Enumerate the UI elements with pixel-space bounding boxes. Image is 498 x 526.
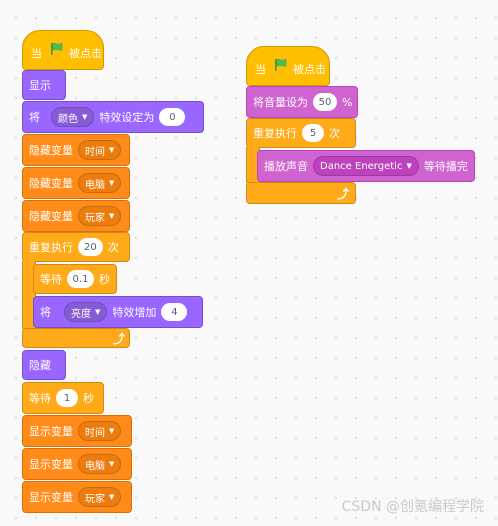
block-label: 次 (107, 241, 119, 254)
block-label: 隐藏变量 (29, 177, 73, 190)
show-variable-block[interactable]: 显示变量 电脑 ▼ (22, 448, 132, 480)
variable-dropdown[interactable]: 时间 ▼ (78, 140, 122, 160)
dropdown-value: 电脑 (85, 460, 105, 472)
block-label: 隐藏变量 (29, 144, 73, 157)
block-label: 被点击 (293, 63, 326, 76)
block-label: 显示变量 (29, 425, 73, 438)
effect-value-input[interactable]: 0 (159, 108, 186, 126)
block-label: 显示 (29, 79, 51, 92)
change-effect-block[interactable]: 将 亮度 ▼ 特效增加 4 (33, 296, 203, 328)
green-flag-icon (274, 58, 288, 75)
effect-change-input[interactable]: 4 (161, 303, 188, 321)
variable-dropdown[interactable]: 时间 ▼ (78, 421, 122, 441)
variable-dropdown[interactable]: 电脑 ▼ (78, 454, 122, 474)
wait-seconds-input[interactable]: 0.1 (67, 270, 94, 288)
dropdown-value: 时间 (85, 146, 105, 158)
repeat-count-input[interactable]: 20 (78, 238, 103, 256)
block-label: 重复执行 (253, 127, 297, 140)
variable-dropdown[interactable]: 电脑 ▼ (78, 173, 122, 193)
input-value: 20 (84, 241, 97, 253)
loop-arrow-icon: ⤴ (337, 187, 350, 201)
block-label: 被点击 (69, 47, 102, 60)
watermark: CSDN @创氪编程学院 (341, 499, 484, 515)
input-value: 0.1 (72, 273, 89, 285)
play-sound-until-done-block[interactable]: 播放声音 Dance Energetic▼ 等待播完 (257, 150, 475, 182)
dropdown-arrow-icon: ▼ (406, 162, 412, 170)
effect-dropdown[interactable]: 亮度 ▼ (64, 302, 108, 322)
green-flag-icon (50, 42, 64, 59)
hide-variable-block[interactable]: 隐藏变量 时间 ▼ (22, 134, 130, 166)
when-flag-clicked-block[interactable]: 当 被点击 (22, 30, 104, 70)
input-value: 50 (318, 96, 332, 108)
variable-dropdown[interactable]: 玩家 ▼ (78, 206, 122, 226)
block-label: 隐藏变量 (29, 210, 73, 223)
block-label: 当 (255, 63, 266, 76)
dropdown-value: 亮度 (71, 308, 91, 320)
block-label: 将音量设为 (253, 96, 308, 109)
block-label: 秒 (83, 392, 94, 405)
hide-block[interactable]: 隐藏 (22, 350, 66, 380)
show-block[interactable]: 显示 (22, 70, 66, 100)
block-label: 特效增加 (112, 306, 157, 319)
dropdown-arrow-icon: ▼ (109, 493, 115, 501)
dropdown-arrow-icon: ▼ (95, 308, 101, 316)
block-label: 将 (40, 306, 51, 319)
when-flag-clicked-block[interactable]: 当 被点击 (246, 46, 330, 86)
set-effect-block[interactable]: 将 颜色 ▼ 特效设定为 0 (22, 101, 204, 133)
input-value: 1 (63, 392, 71, 404)
block-label: 等待 (40, 273, 62, 286)
dropdown-value: 时间 (85, 427, 105, 439)
show-variable-block[interactable]: 显示变量 时间 ▼ (22, 415, 132, 447)
dropdown-arrow-icon: ▼ (109, 427, 115, 435)
block-label: 秒 (99, 273, 110, 286)
dropdown-arrow-icon: ▼ (109, 212, 115, 220)
block-label: 将 (29, 111, 40, 124)
hide-variable-block[interactable]: 隐藏变量 玩家 ▼ (22, 200, 130, 232)
block-label: 隐藏 (29, 359, 51, 372)
block-label: % (342, 95, 353, 109)
sound-dropdown[interactable]: Dance Energetic▼ (313, 156, 419, 176)
block-label: 次 (329, 127, 340, 140)
block-label: 显示变量 (29, 491, 73, 504)
dropdown-value: Dance Energetic (320, 160, 403, 172)
dropdown-arrow-icon: ▼ (109, 179, 115, 187)
dropdown-arrow-icon: ▼ (82, 113, 88, 121)
repeat-count-input[interactable]: 5 (302, 124, 324, 142)
block-label: 播放声音 (264, 160, 308, 173)
dropdown-value: 玩家 (85, 493, 105, 505)
input-value: 0 (169, 111, 176, 123)
dropdown-arrow-icon: ▼ (109, 146, 115, 154)
repeat-footer: ⤴ (22, 328, 130, 348)
block-label: 等待播完 (423, 160, 468, 173)
block-label: 显示变量 (29, 458, 73, 471)
show-variable-block[interactable]: 显示变量 玩家 ▼ (22, 481, 132, 513)
effect-dropdown[interactable]: 颜色 ▼ (51, 107, 95, 127)
block-label: 重复执行 (29, 241, 73, 254)
block-label: 特效设定为 (99, 111, 155, 124)
dropdown-value: 电脑 (85, 179, 105, 191)
volume-input[interactable]: 50 (313, 93, 337, 111)
set-volume-block[interactable]: 将音量设为 50 % (246, 86, 358, 118)
dropdown-value: 玩家 (85, 212, 105, 224)
wait-block[interactable]: 等待 0.1 秒 (33, 264, 117, 294)
repeat-footer: ⤴ (246, 182, 356, 204)
input-value: 4 (171, 306, 178, 318)
repeat-arm (22, 261, 36, 329)
block-label: 当 (31, 47, 42, 60)
wait-block[interactable]: 等待 1 秒 (22, 382, 104, 414)
wait-seconds-input[interactable]: 1 (56, 389, 78, 407)
dropdown-arrow-icon: ▼ (109, 460, 115, 468)
block-label: 等待 (29, 392, 51, 405)
loop-arrow-icon: ⤴ (113, 332, 126, 346)
hide-variable-block[interactable]: 隐藏变量 电脑 ▼ (22, 167, 130, 199)
variable-dropdown[interactable]: 玩家 ▼ (78, 487, 122, 507)
repeat-header[interactable]: 重复执行 5 次 (246, 118, 356, 148)
dropdown-value: 颜色 (58, 113, 78, 125)
input-value: 5 (309, 127, 317, 139)
repeat-header[interactable]: 重复执行 20 次 (22, 232, 130, 262)
